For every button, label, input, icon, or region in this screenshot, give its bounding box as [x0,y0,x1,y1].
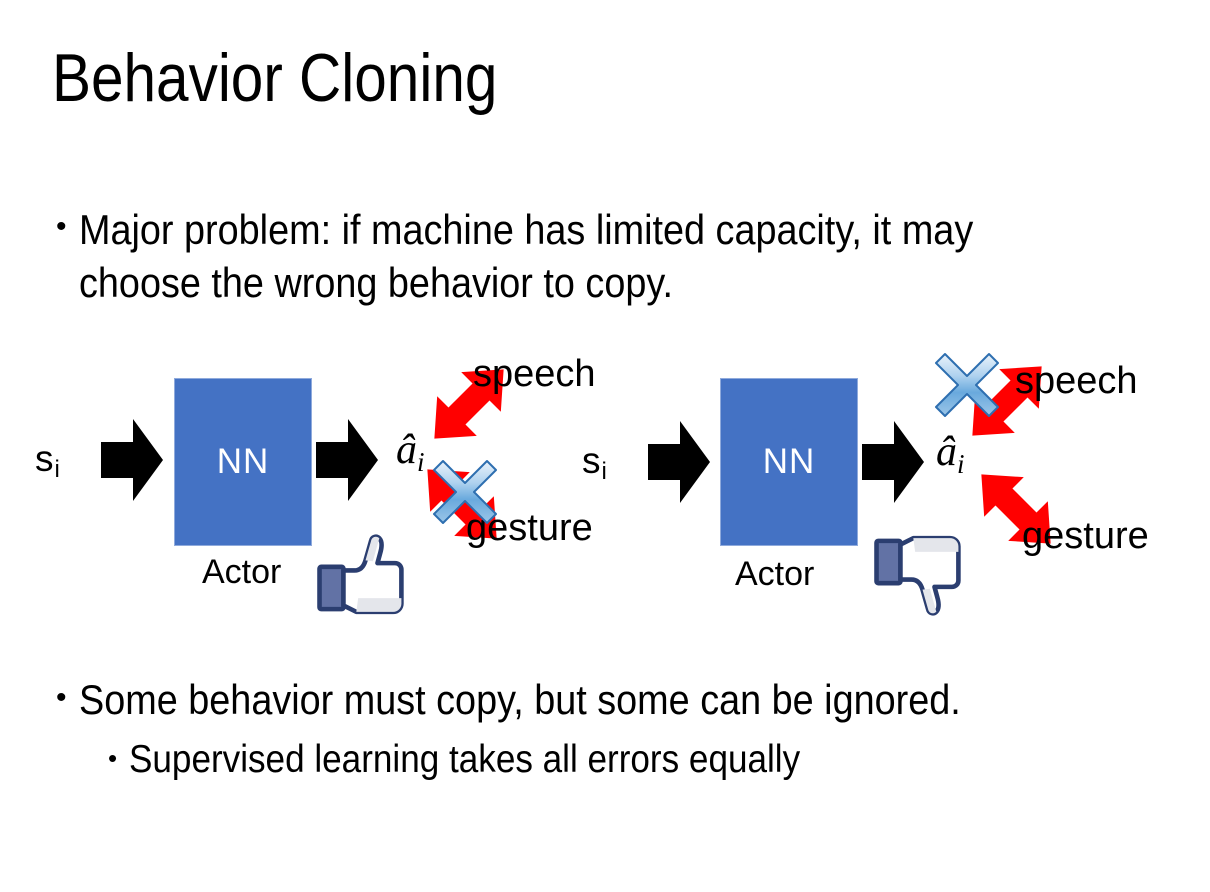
branch-label-gesture: gesture [1022,515,1149,557]
branch-label-speech: speech [473,353,596,395]
action-symbol: â [936,429,957,475]
bullet-list-bottom-sub: • Supervised learning takes all errors e… [108,737,1168,784]
action-label: âi [396,429,425,476]
thumbs-up-icon [314,530,406,622]
bullet-list-top: • Major problem: if machine has limited … [56,204,1116,310]
list-item: • Supervised learning takes all errors e… [108,737,1168,784]
actor-label: Actor [735,555,815,593]
bullet-list-bottom: • Some behavior must copy, but some can … [56,675,1156,725]
nn-label: NN [216,442,270,481]
list-item: • Major problem: if machine has limited … [56,204,1116,310]
bullet-marker-icon: • [56,210,67,243]
state-symbol: s [582,440,601,481]
action-label: âi [936,431,965,478]
output-arrow-icon [316,417,378,503]
state-label: si [582,440,607,486]
action-subscript: i [957,449,965,480]
branch-label-speech: speech [1015,360,1138,402]
input-arrow-icon [648,419,710,505]
nn-box: NN [720,378,858,546]
bullet-text: Supervised learning takes all errors equ… [129,738,801,781]
action-symbol: â [396,427,417,473]
output-arrow-icon [862,419,924,505]
cross-mark-icon [932,350,1002,420]
list-item: • Some behavior must copy, but some can … [56,675,1156,725]
nn-box: NN [174,378,312,546]
state-symbol: s [35,438,54,479]
page-title: Behavior Cloning [52,40,498,116]
thumbs-down-icon [871,528,963,620]
branch-arrow-speech-icon [410,345,528,463]
cross-mark-icon [430,457,500,527]
bullet-text: Major problem: if machine has limited ca… [78,206,973,306]
state-subscript: i [54,456,60,484]
bullet-text: Some behavior must copy, but some can be… [78,676,961,723]
actor-label: Actor [202,553,282,591]
action-subscript: i [417,447,425,478]
bullet-marker-icon: • [56,681,67,714]
state-label: si [35,438,60,484]
branch-arrow-gesture-icon [957,450,1075,568]
diagram-left: si NN Actor âi sp [18,340,618,640]
state-subscript: i [601,458,607,486]
bullet-marker-icon: • [108,743,118,773]
nn-label: NN [762,442,816,481]
branch-arrow-speech-icon [948,342,1066,460]
input-arrow-icon [101,417,163,503]
diagram-right: si NN Actor âi sp [565,340,1165,640]
